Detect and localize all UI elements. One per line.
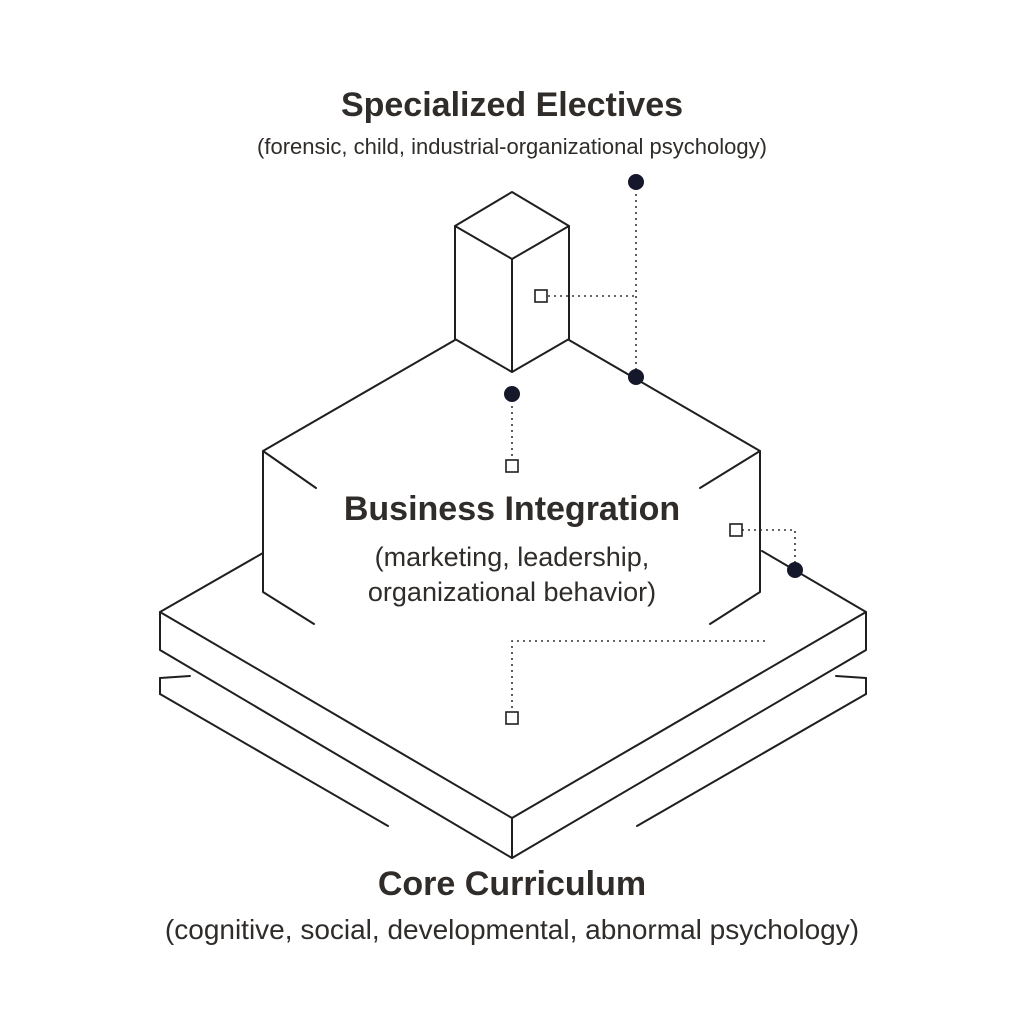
dot-marker bbox=[787, 562, 803, 578]
business-integration-block bbox=[263, 340, 760, 624]
business-integration-subtitle: (marketing, leadership,organizational be… bbox=[367, 542, 657, 607]
business-integration-title: Business Integration bbox=[343, 490, 681, 528]
core-curriculum-subtitle: (cognitive, social, developmental, abnor… bbox=[164, 914, 860, 945]
dot-marker bbox=[504, 386, 520, 402]
core-curriculum-plate bbox=[160, 551, 866, 858]
specialized-electives-tower bbox=[455, 192, 569, 372]
square-marker bbox=[505, 459, 519, 473]
square-marker bbox=[505, 711, 519, 725]
leader-line bbox=[512, 641, 765, 712]
square-marker bbox=[729, 523, 743, 537]
square-marker bbox=[534, 289, 548, 303]
leader-line bbox=[742, 530, 795, 570]
dot-marker bbox=[628, 369, 644, 385]
core-curriculum-title: Core Curriculum bbox=[377, 865, 647, 903]
dot-marker bbox=[628, 174, 644, 190]
specialized-electives-title: Specialized Electives bbox=[340, 86, 684, 124]
specialized-electives-subtitle: (forensic, child, industrial-organizatio… bbox=[257, 134, 767, 159]
